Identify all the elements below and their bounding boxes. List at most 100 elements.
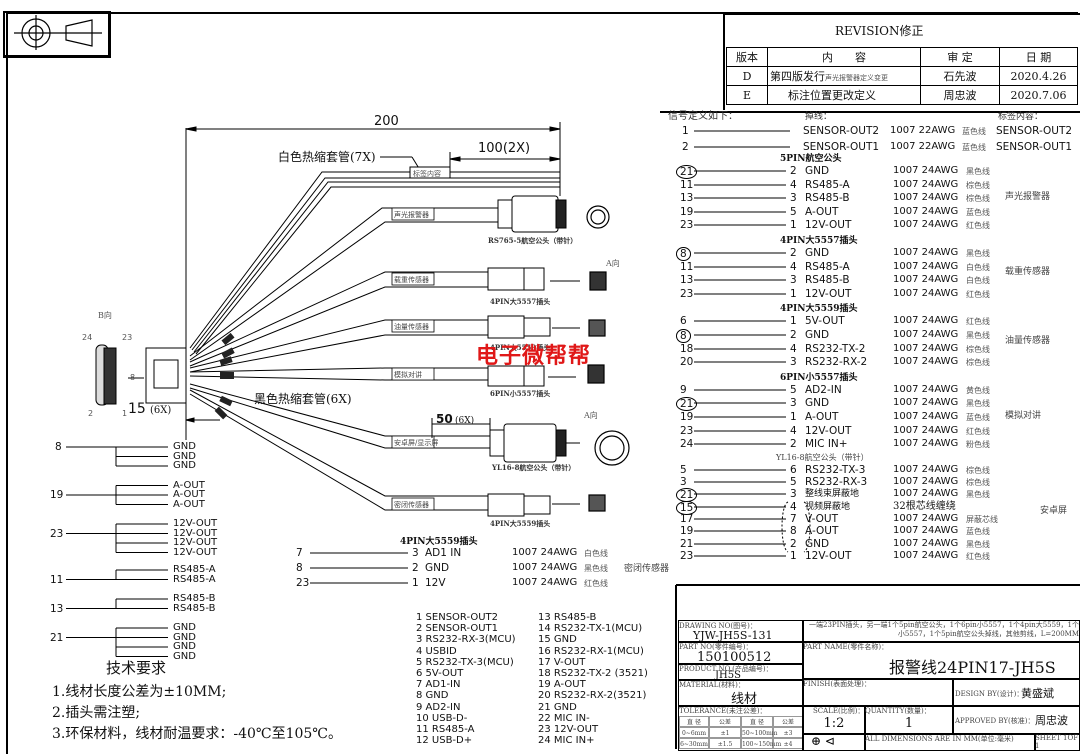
connector-pin: 3 xyxy=(412,547,419,559)
rev-content-note: 声光报警器定义变更 xyxy=(825,74,888,82)
branch-label: 安卓屏/显示屏 xyxy=(394,439,439,447)
src-pin: 2 xyxy=(682,141,689,153)
src-pin: 8 xyxy=(676,329,691,343)
src-pin: 11 xyxy=(680,179,694,191)
connector-pin: 4 xyxy=(790,501,797,513)
wire-color: 黑色线 xyxy=(966,540,990,549)
pin2-label: 2 xyxy=(88,409,94,418)
connector-pin: 5 xyxy=(790,476,797,488)
tb-approver: 周忠波 xyxy=(1035,714,1068,727)
connector-caption: 4PIN大5559插头 xyxy=(490,343,551,352)
wire-spec: 1007 24AWG xyxy=(893,384,959,395)
rev-date: 2020.7.06 xyxy=(999,85,1078,105)
wire-color: 蓝色线 xyxy=(962,127,986,136)
tb-material-value: 线材 xyxy=(731,692,758,707)
wire-spec: 1007 24AWG xyxy=(893,179,959,190)
signal-name: A-OUT xyxy=(805,525,839,537)
src-pin: 13 xyxy=(680,274,694,286)
group-header: 4PIN大5557插头 xyxy=(780,236,858,246)
tb-units-note: ALL DIMENSIONS ARE IN MM(单位:毫米) xyxy=(865,735,1014,743)
pinout-item: 11 RS485-A xyxy=(416,724,475,735)
label-tag: SENSOR-OUT2 xyxy=(996,125,1073,137)
src-pin: 15 xyxy=(676,501,698,515)
splice-lines xyxy=(66,446,168,657)
wire-color: 白色线 xyxy=(966,263,990,272)
signal-name: 12V-OUT xyxy=(805,219,852,231)
signal-name: 12V-OUT xyxy=(805,550,852,562)
rev-content-text: 第四版发行 xyxy=(770,70,825,83)
projection-symbol-icon xyxy=(14,15,102,50)
signal-name: 视频屏蔽地 xyxy=(805,502,851,512)
connector-pin: 3 xyxy=(790,397,797,409)
pinout-item: 22 MIC IN- xyxy=(538,712,590,724)
splice-out: GND xyxy=(173,622,196,633)
connector-pin: 7 xyxy=(790,513,797,525)
revision-row: D 第四版发行声光报警器定义变更 石先波 2020.4.26 xyxy=(726,66,1078,86)
tolerance-cell: ±1 xyxy=(709,727,741,738)
pinout-item: 8 GND xyxy=(416,690,449,702)
signal-name: RS485-B xyxy=(805,274,850,286)
signal-name: AD1 IN xyxy=(425,547,462,559)
seal-header: 4PIN大5559插头 xyxy=(400,537,478,547)
connector-caption: 6PIN小5557插头 xyxy=(490,389,551,398)
watermark: 电子微帮帮 xyxy=(476,344,592,369)
splice-out: GND xyxy=(173,460,196,471)
src-pin: 23 xyxy=(680,288,694,300)
wire-color: 黑色线 xyxy=(966,331,990,340)
signal-name: GND xyxy=(805,538,830,550)
wire-spec: 1007 24AWG xyxy=(893,538,959,549)
src-pin: 6 xyxy=(680,315,687,327)
dim-50-count: (6X) xyxy=(455,416,475,426)
tech-req-item: 1.线材长度公差为±10MM; xyxy=(52,684,227,700)
src-pin: 21 xyxy=(680,538,694,550)
pinout-item: 9 AD2-IN xyxy=(416,701,461,713)
wire-color: 红色线 xyxy=(966,317,990,326)
wire-spec: 1007 24AWG xyxy=(512,562,578,573)
wire-spec: 1007 24AWG xyxy=(893,464,959,475)
wire-color: 黑色线 xyxy=(966,249,990,258)
signal-name: RS232-TX-3 xyxy=(805,464,866,476)
wire-spec: 1007 24AWG xyxy=(893,206,959,217)
splice-out: A-OUT xyxy=(173,489,205,500)
wire-color: 红色线 xyxy=(966,427,990,436)
splice-out: GND xyxy=(173,450,196,462)
tb-quantity-label: QUANTITY(数量)： xyxy=(865,707,931,715)
tech-req-title: 技术要求 xyxy=(106,659,167,677)
connector-pin: 5 xyxy=(790,206,797,218)
connector-pin: 1 xyxy=(790,315,797,327)
splice-out: GND xyxy=(173,441,196,452)
tb-part-no-value: 150100512 xyxy=(697,650,772,665)
wire-color: 白色线 xyxy=(584,549,608,558)
dim-50: 50 xyxy=(436,412,453,426)
label-tag: SENSOR-OUT1 xyxy=(996,141,1073,153)
branch-label: 声光报警器 xyxy=(394,211,429,219)
rev-col-date: 日 期 xyxy=(999,47,1078,67)
wire-color: 屏蔽芯线 xyxy=(966,515,998,524)
wire-color: 黑色线 xyxy=(966,167,990,176)
signal-name: 12V xyxy=(425,577,446,589)
wire-color: 蓝色线 xyxy=(966,208,990,217)
tolerance-cell: 100~150mm xyxy=(741,738,781,749)
revision-table: 版本 内 容 审 定 日 期 D 第四版发行声光报警器定义变更 石先波 2020… xyxy=(726,47,1078,105)
signal-name: 12V-OUT xyxy=(805,425,852,437)
src-pin: 5 xyxy=(680,464,687,476)
tb-quantity: QUANTITY(数量)： 1 xyxy=(864,705,954,735)
connector-pin: 4 xyxy=(790,425,797,437)
wire-color: 红色线 xyxy=(584,579,608,588)
branch-cables xyxy=(189,207,500,511)
wire-spec: 1007 24AWG xyxy=(893,425,959,436)
src-pin: 8 xyxy=(296,562,303,574)
wire-spec: 1007 24AWG xyxy=(893,192,959,203)
a-view-label: A向 xyxy=(606,259,620,268)
projection-icon: ⊕ ⊲ xyxy=(811,734,835,748)
tb-description-text: 一端23PIN插头，另一端1个5pin航空公头，1个6pin小5557，1个4p… xyxy=(809,621,1079,638)
src-pin: 11 xyxy=(680,261,694,273)
wire-color: 蓝色线 xyxy=(966,527,990,536)
splice-out: A-OUT xyxy=(173,498,205,510)
group-header: 4PIN大5559插头 xyxy=(780,304,858,315)
branch-label: 载重传感器 xyxy=(394,276,429,284)
connector-caption: YL16-8航空公头（带针） xyxy=(492,463,576,472)
device-name: 模拟对讲 xyxy=(1005,411,1042,421)
pinout-item: 21 GND xyxy=(538,701,577,713)
